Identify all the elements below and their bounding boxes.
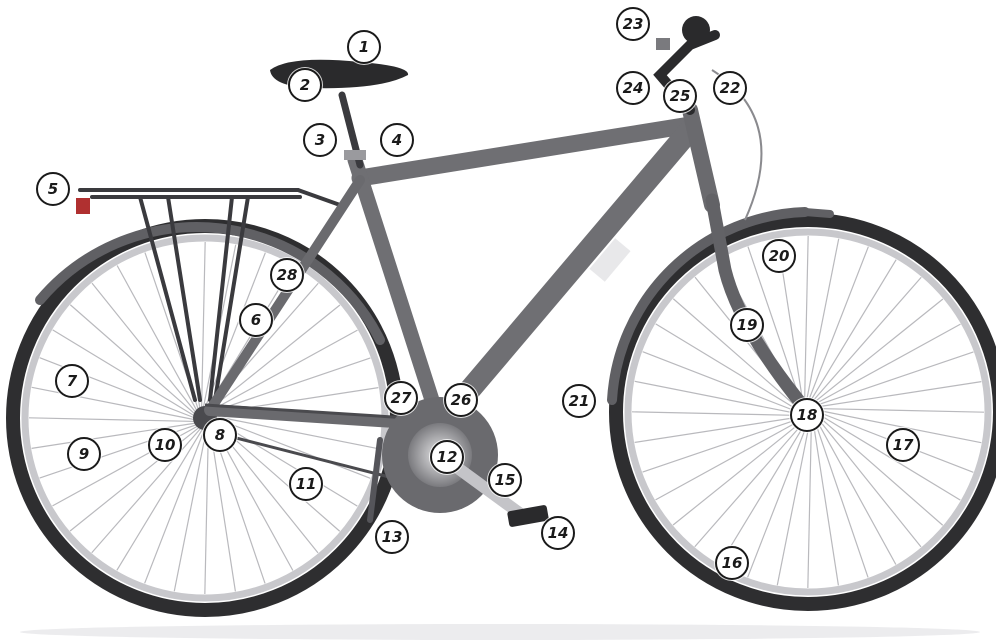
callout-15: 15 xyxy=(488,463,522,497)
callout-24: 24 xyxy=(616,71,650,105)
spoke xyxy=(748,422,808,577)
ground-shadow xyxy=(20,624,980,640)
spoke xyxy=(818,414,960,500)
callout-20: 20 xyxy=(762,239,796,273)
callout-6: 6 xyxy=(239,303,273,337)
front-fender-tip xyxy=(805,212,830,214)
spoke xyxy=(632,412,799,416)
spoke xyxy=(635,417,800,442)
callout-1: 1 xyxy=(347,30,381,64)
callout-9: 9 xyxy=(67,437,101,471)
spoke xyxy=(720,422,806,564)
spoke xyxy=(808,421,812,588)
callout-26: 26 xyxy=(444,383,478,417)
callout-2: 2 xyxy=(288,68,322,102)
callout-19: 19 xyxy=(730,308,764,342)
spoke xyxy=(813,421,838,586)
callout-18: 18 xyxy=(790,398,824,432)
callout-10: 10 xyxy=(148,428,182,462)
spoke xyxy=(202,242,206,409)
head-tube xyxy=(690,110,712,205)
callout-14: 14 xyxy=(541,516,575,550)
spoke xyxy=(805,236,809,403)
spoke xyxy=(215,418,370,478)
seat-clamp xyxy=(344,150,366,160)
callout-27: 27 xyxy=(384,381,418,415)
callout-4: 4 xyxy=(380,123,414,157)
callout-21: 21 xyxy=(562,384,596,418)
spoke xyxy=(813,299,943,403)
rear-reflector xyxy=(76,198,90,214)
callout-11: 11 xyxy=(289,467,323,501)
handlebar-grip xyxy=(682,16,710,44)
callout-22: 22 xyxy=(713,71,747,105)
callout-25: 25 xyxy=(663,79,697,113)
spoke xyxy=(810,260,896,402)
callout-23: 23 xyxy=(616,7,650,41)
callout-17: 17 xyxy=(886,428,920,462)
bell xyxy=(656,38,670,50)
callout-3: 3 xyxy=(303,123,337,157)
callout-13: 13 xyxy=(375,520,409,554)
callout-16: 16 xyxy=(715,546,749,580)
spoke xyxy=(29,418,196,422)
spoke xyxy=(673,421,803,525)
callout-5: 5 xyxy=(36,172,70,206)
spoke xyxy=(817,409,984,413)
callout-28: 28 xyxy=(270,258,304,292)
spoke xyxy=(808,247,868,402)
callout-7: 7 xyxy=(55,364,89,398)
spoke xyxy=(817,382,982,407)
down-tube xyxy=(440,130,690,425)
spoke xyxy=(205,427,209,594)
callout-12: 12 xyxy=(430,440,464,474)
callout-8: 8 xyxy=(203,418,237,452)
